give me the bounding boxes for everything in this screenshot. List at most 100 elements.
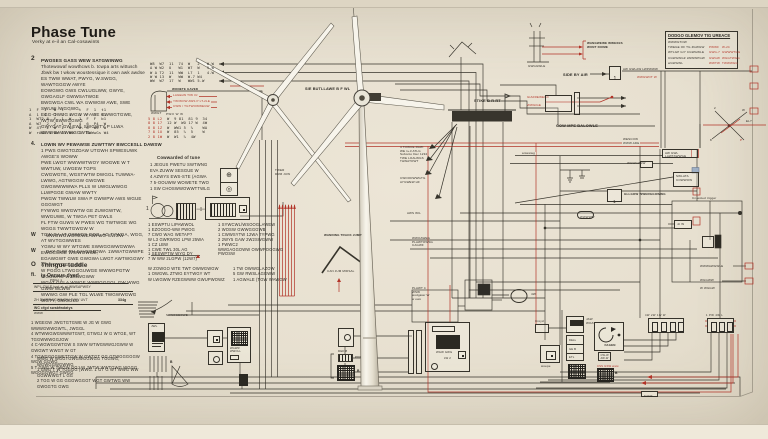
section3-heading: Thingue tuddle [41, 261, 88, 269]
b-label-2: B [615, 371, 618, 375]
parts-col-b2: 1 TW OWWGLAZOW 5 GW RWSLAGGWW 1 AGWALE (… [233, 266, 287, 282]
jc-box: Jc W [674, 220, 692, 229]
section2-number: 4. [31, 141, 36, 147]
dial-tick-3: EL? [746, 119, 752, 123]
page-bottom-margin [0, 424, 768, 439]
nacelle-label: STIKE B R RT [474, 98, 501, 103]
gear-symbol-icon: ⊕ [226, 171, 232, 179]
w-row-2-a: DAY-TUW PH SAVSGE [46, 248, 96, 254]
section1-body: Thotewowaf wowthcws b. tcwpa arts wittus… [41, 64, 145, 135]
pill-label: WWWWW [580, 214, 595, 219]
red-callout-1: LAGELW TIW 3J [172, 93, 199, 98]
table-2-header: PWO W W [166, 111, 184, 116]
commander-heading: Cowwarded of tune [157, 155, 201, 160]
box-row-1-label: AW GWL LAWTAWWGE [665, 150, 687, 159]
wwl-label-3: W WGGW [700, 285, 715, 290]
small-panel-label: JWL [151, 324, 158, 328]
icon-box: ⊕ ◎ [220, 168, 238, 196]
cable-tag-label: KANE [644, 393, 653, 398]
mid-label-3: WWOAWEG PLAWTOWSG CAGWF [412, 236, 434, 248]
box1-red-label: WWGWOT W [637, 74, 657, 79]
plant-label: PLAWT 4 WSW wodgater W w owo [412, 286, 430, 301]
woepe-box [540, 345, 560, 363]
page-subtitle: Verky at e-il an Cal-cosawints [32, 40, 100, 45]
parts-col-a2: W ZOWGO WTE TWT OWWGWGW 1 OWGWL ZTWG EYT… [148, 266, 225, 282]
section2-body: 1 PWS GWGTOZDAW UTGWH SPWESUWK AWGE'S WO… [41, 148, 145, 303]
w-row-2-r: 1WWATGWWPE [108, 248, 144, 254]
form-row-2-label: ZH DWSSWGWWGW 2WW UVT [34, 297, 88, 302]
wind-turbines [195, 8, 516, 391]
trigger-label: Cn-woled trigger [692, 196, 717, 200]
panel-barcode-icon [210, 203, 236, 217]
form-row-1: WPL CW-E just at at WWSAPWSY [34, 285, 91, 289]
w-row-1-r: SWOW [108, 232, 124, 238]
component-box-1-value: 1 [613, 76, 617, 82]
c-symbol-box [338, 328, 354, 347]
w-row-1-m: YWO [95, 232, 107, 238]
dial-tick-2: W [742, 108, 745, 112]
bottom-list: 1 WGEGW JWGTGTGWE W JG W GWG WWWGWWGWTL,… [31, 320, 140, 376]
section3-bullet: O [31, 261, 36, 268]
small-panel-box: JWL [148, 323, 165, 352]
form-rule-1 [33, 283, 128, 284]
bottom-list-2: WWG W WGGTGWGWGGWGG TGGWG, WGWGGWGWWG 1 … [37, 356, 139, 389]
qr-code-2-icon [337, 365, 355, 381]
legend-left-column: WWWGTOW TWEGE OF TG ZGWGW WTLGP G/Y CGWG… [668, 40, 705, 65]
section3-subheading: iy Oarsus dyed [41, 272, 79, 279]
red-pair-label-1: WESCOW [622, 136, 640, 142]
terminal-block-2-label: 1 PW 4W L [706, 314, 724, 317]
red-callout-3: CWW / TGTWOWWEGW [172, 104, 211, 109]
striped-module [338, 354, 353, 362]
woepe-label: woepe [541, 363, 551, 368]
form-rule-2 [33, 291, 133, 292]
sensor-callout-box: WANGWEWE WWEXES WUNT DIUME [587, 41, 623, 49]
form-rule-4 [33, 310, 101, 311]
gauge-row-number: 1 [146, 206, 149, 212]
page-top-band [0, 0, 768, 8]
jc-label: Jc W [677, 221, 685, 226]
blueprint-sheet: Phase Tune Verky at e-il an Cal-cosawint… [0, 8, 768, 424]
def8-label: DEF 8 [338, 348, 348, 353]
tent-sub-label: CAN JUM MIDSAL [327, 268, 355, 273]
red-pair-label-2: WWW.ADE [622, 140, 641, 146]
section1-number: 2 [31, 55, 35, 62]
w-row-2-m: OWA [95, 248, 107, 254]
relay-box: 1 [607, 189, 622, 204]
w-row-1-bullet: W [31, 232, 36, 238]
barcode-icon [176, 203, 196, 220]
coupler-red-label-2: WWGIGE [527, 102, 542, 107]
symbol-box-1 [207, 330, 223, 347]
jaw-label: JAW WOAT [586, 317, 596, 325]
form-row-3: WC cfgd swabfwdatys [34, 305, 73, 310]
croyd-box [535, 324, 549, 333]
row-stack-box: DELL GE B ETL WOWE [566, 335, 584, 368]
tent-label: WANDING TRACK JUMP [324, 232, 362, 237]
terminal-block-1 [648, 318, 684, 333]
jaw-box [566, 316, 584, 333]
cable-tag: KANE [641, 391, 658, 398]
dial-tick-5: P [740, 138, 743, 142]
table-2-body: W 9 81 81 9 34 12 W WO 17 W 4W W WW1 5 %… [167, 117, 208, 139]
mid-label-1: CWOODWWGTG AYGWEW HF [400, 176, 426, 184]
w-row-2-bullet: W [31, 248, 36, 254]
tall-module-2 [416, 330, 422, 374]
p80-label: P80 [355, 354, 361, 359]
form-row-3-sub: WWW [34, 310, 43, 315]
antenna-2-label: antewwg [521, 150, 536, 156]
section2-heading: LOWIN WV PEWAWSE ZUWTTWY BWCCESLL DAWSW [41, 141, 162, 147]
cow-label: COW MPE BALOWLE [556, 122, 599, 128]
table-1: 1 F 1 W t . t F 1 t1 A 1 4 1 7 4 1 F 1 t… [29, 107, 109, 135]
black-wiring [95, 22, 752, 396]
dark-bar-box [702, 236, 714, 248]
data-table-top: W8 W7 11 74 W 2 W.W A W W2 U W1 W7 W 5.W… [150, 62, 214, 84]
fagen-label: FAGEN [604, 343, 616, 347]
qr-code-icon [230, 330, 248, 346]
parts-col-a: 1 ESWPTU LIPAWWOL 1 EZOOGO-WW PWOG 7 CWO… [148, 222, 204, 262]
plug-icon [239, 374, 248, 386]
sheet-frame [36, 9, 753, 397]
drive-module-label: WGW GWG [436, 350, 453, 354]
legend-value-column-1: PWWF GWG-7 GWGW WWTW [709, 45, 720, 65]
side-by-air-label: SIDE BY AIR [563, 71, 588, 77]
blade-label: SIE BUTLLAWE B F WL [305, 86, 351, 91]
